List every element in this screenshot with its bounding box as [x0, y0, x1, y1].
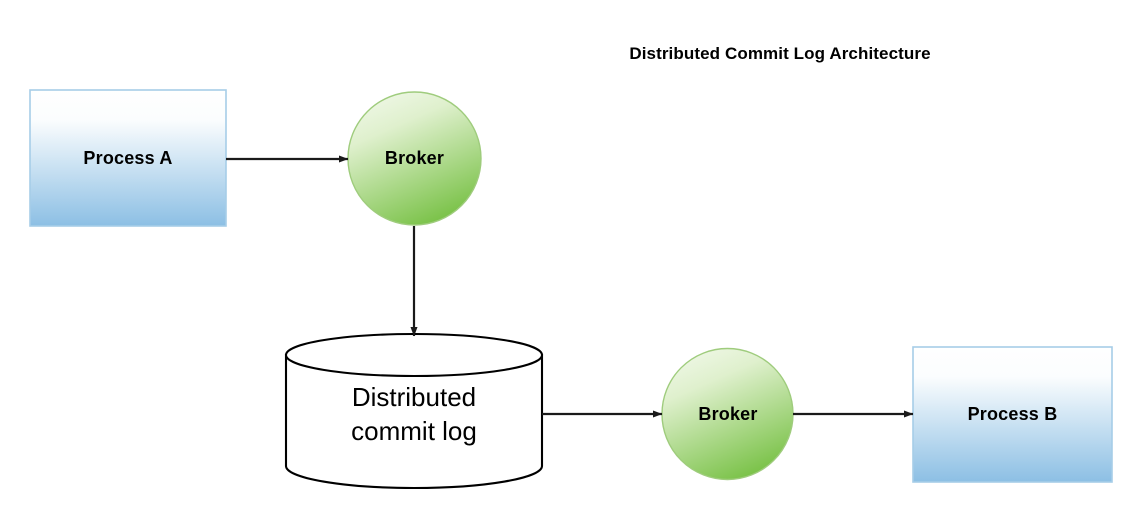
commit-log-cylinder[interactable] [284, 332, 544, 490]
broker-1-circle[interactable] [347, 91, 482, 226]
broker-2-circle[interactable] [661, 347, 794, 481]
process-b-box[interactable] [912, 346, 1113, 483]
process-a-box[interactable] [29, 89, 227, 227]
diagram-title: Distributed Commit Log Architecture [629, 44, 931, 63]
